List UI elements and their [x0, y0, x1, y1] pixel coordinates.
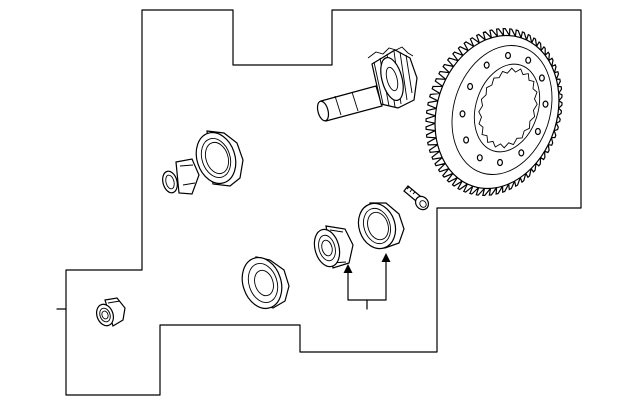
bearing-cup-upper — [195, 130, 244, 187]
ring-gear — [425, 28, 563, 196]
oil-seal — [241, 256, 290, 310]
ring-gear-bolt-hole — [459, 110, 466, 118]
ring-gear-bolt-hole — [518, 149, 525, 157]
ring-gear-bolt-hole — [467, 82, 474, 91]
ring-gear-bolt-hole — [483, 61, 490, 69]
ring-gear-bolt-hole — [476, 154, 483, 162]
ring-gear-bolt-hole — [534, 127, 541, 136]
ring-gear-bolt-hole — [538, 74, 545, 82]
bearing-cone-upper — [162, 158, 200, 195]
bearing-cone-right — [313, 225, 354, 269]
ring-gear-bolt-hole — [525, 56, 532, 64]
ring-gear-bolt-hole — [505, 51, 512, 60]
ring-gear-bolt-hole — [542, 100, 549, 108]
pilot-bearing — [95, 297, 126, 327]
bearing-cup-right — [357, 202, 405, 250]
callout-arrows — [343, 253, 391, 310]
ring-gear-bolt — [403, 185, 430, 211]
pinion-gear — [316, 46, 418, 122]
ring-gear-bolt-hole — [463, 136, 470, 144]
group-outline — [65, 9, 582, 396]
ring-gear-bolt-hole — [497, 158, 504, 167]
